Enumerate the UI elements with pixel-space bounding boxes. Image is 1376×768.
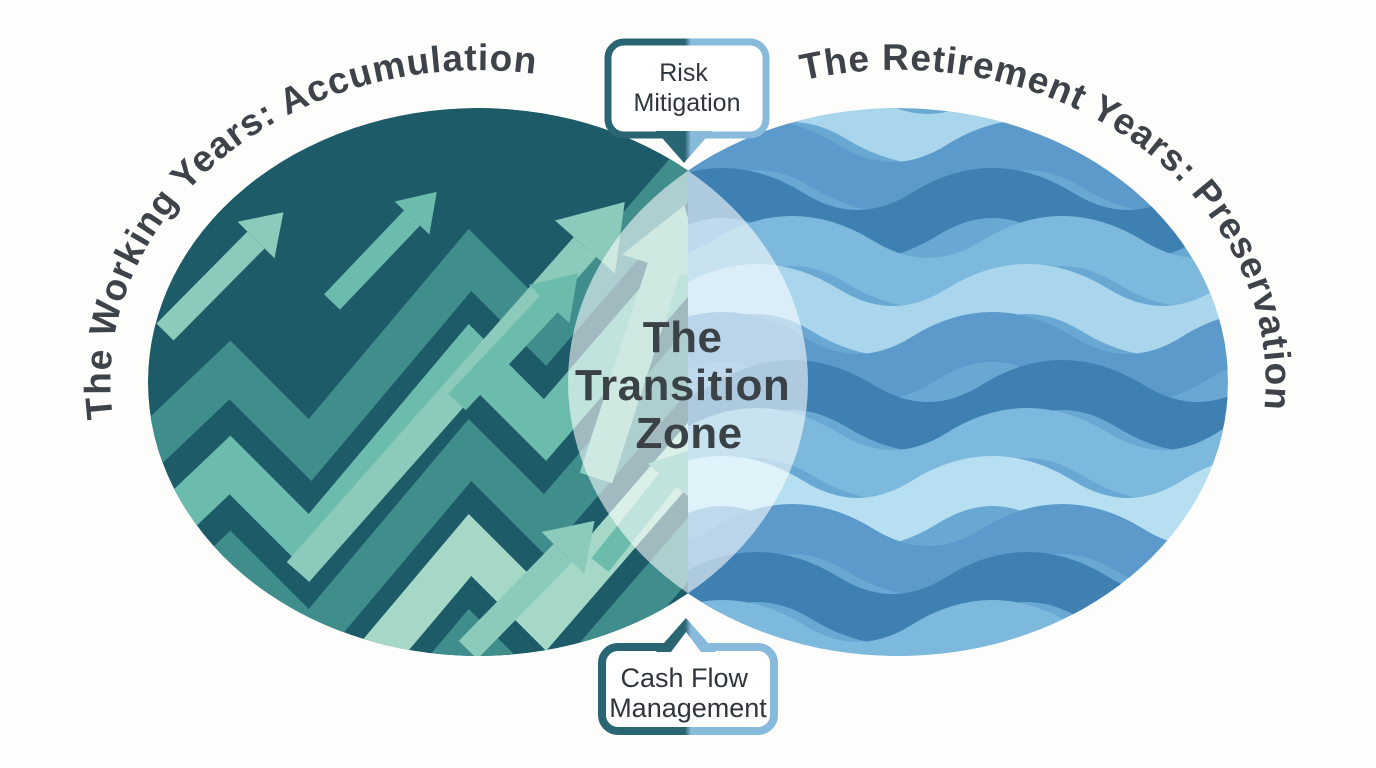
risk-mitigation-label: Risk Mitigation — [634, 59, 741, 117]
callout-tail-down — [656, 131, 712, 163]
cash-flow-callout: Cash Flow Management — [598, 618, 778, 735]
callout-tail-notch — [668, 632, 704, 656]
risk-mitigation-callout: Risk Mitigation — [604, 38, 770, 163]
transition-zone-label: The Transition Zone — [575, 313, 803, 458]
transition-zone-overlap — [568, 108, 808, 656]
cash-flow-label: Cash Flow Management — [609, 663, 767, 723]
